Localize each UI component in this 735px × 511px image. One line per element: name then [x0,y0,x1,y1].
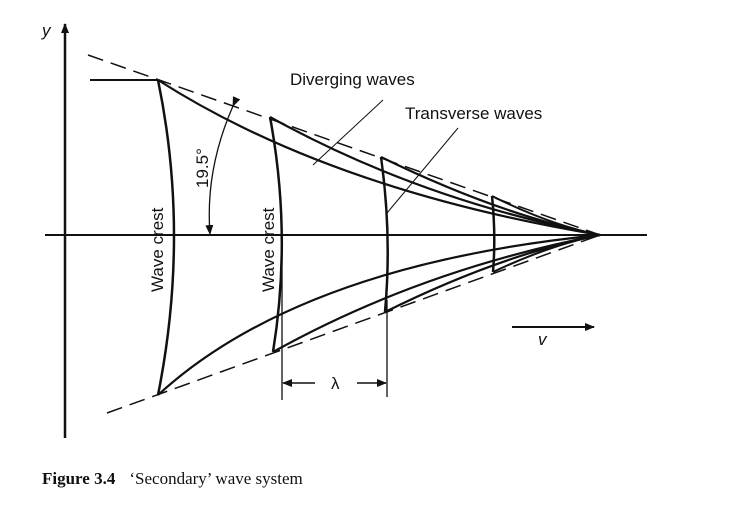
transverse-crest-1 [156,79,176,396]
diverging-wave-upper-4 [491,195,601,236]
diverging-waves-label: Diverging waves [290,70,415,89]
diverging-wave-lower-4 [492,234,601,273]
upper-envelope-dashed [87,54,601,236]
angle-arc [205,96,241,235]
wave-crest-label-1: Wave crest [148,207,167,292]
lower-envelope-dashed [106,234,601,414]
diverging-wave-lower-1 [157,233,601,396]
velocity-label: v [538,330,548,349]
angle-label: 19.5° [193,148,212,188]
transverse-waves-label: Transverse waves [405,104,542,123]
transverse-crest-2 [268,116,284,353]
transverse-crest-3 [379,156,389,313]
y-axis-label: y [41,21,52,40]
transverse-leader [386,127,459,214]
wave-crest-label-2: Wave crest [259,207,278,292]
diverging-leader [312,99,384,166]
figure-caption-text: ‘Secondary’ wave system [129,469,302,488]
figure-number: Figure 3.4 [42,469,116,488]
wavelength-label: λ [331,374,340,393]
figure-caption: Figure 3.4 ‘Secondary’ wave system [42,469,303,488]
